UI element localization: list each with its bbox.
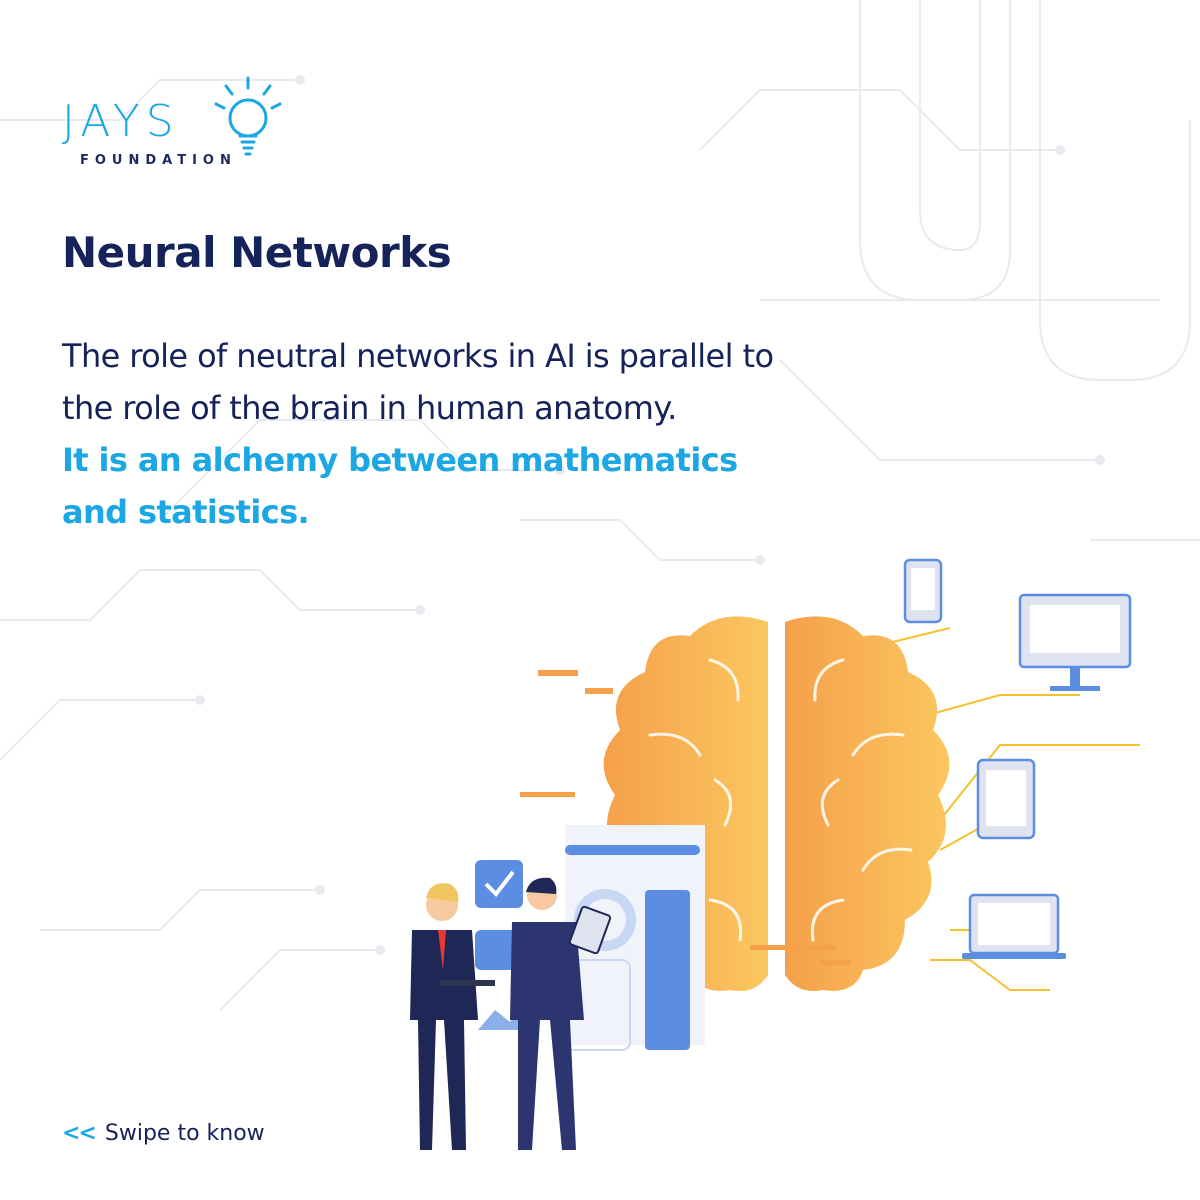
person-left bbox=[410, 883, 495, 1150]
decor-bars bbox=[520, 670, 850, 965]
body-line-1: The role of neutral networks in AI is pa… bbox=[62, 337, 774, 375]
swipe-hint[interactable]: << Swipe to know bbox=[62, 1120, 265, 1148]
chevron-left-icon: << bbox=[62, 1121, 97, 1146]
highlight-line-1: It is an alchemy between mathematics bbox=[62, 441, 738, 479]
dashboard-panels bbox=[475, 825, 705, 1051]
body-paragraph: The role of neutral networks in AI is pa… bbox=[62, 330, 962, 538]
brand-logo: JAYS FOUNDATION bbox=[62, 70, 292, 170]
swipe-label: Swipe to know bbox=[104, 1121, 265, 1146]
checkmark-icon bbox=[484, 870, 515, 898]
monitor-icon bbox=[1018, 593, 1132, 691]
page-title: Neural Networks bbox=[62, 228, 452, 277]
smartphone-icon bbox=[903, 558, 943, 624]
laptop-icon bbox=[962, 893, 1066, 959]
lightbulb-icon bbox=[214, 76, 282, 156]
logo-wordmark: JAYS bbox=[62, 96, 180, 147]
person-right bbox=[510, 877, 612, 1150]
logo-subtitle: FOUNDATION bbox=[80, 153, 237, 168]
brain-illustration bbox=[410, 558, 1140, 1150]
highlight-line-2: and statistics. bbox=[62, 493, 310, 531]
tablet-icon bbox=[976, 758, 1036, 840]
body-line-2: the role of the brain in human anatomy. bbox=[62, 389, 677, 427]
